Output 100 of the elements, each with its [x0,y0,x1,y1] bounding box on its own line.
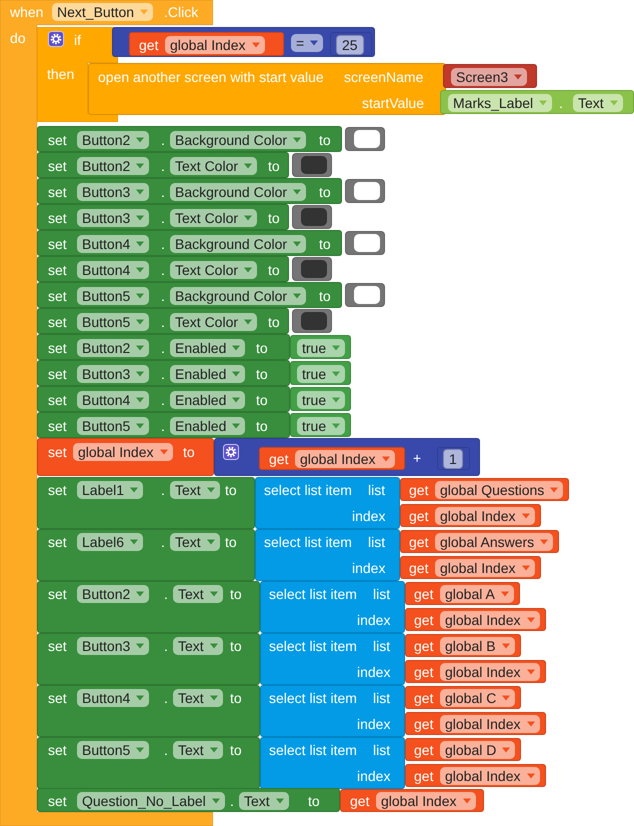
block-label: . [559,94,563,112]
block-label: list [373,585,390,603]
number-field: 1 [443,449,463,469]
block-label: get [414,663,434,681]
dropdown-field: Button2 [77,131,150,149]
get-block [405,764,546,787]
get-block [129,32,284,56]
block-label: to [319,235,331,253]
select-list-item-block [260,633,405,685]
block-label: . [161,417,165,435]
dropdown-field: Enabled [170,417,246,435]
block-label: to [319,287,331,305]
block-label: . [161,339,165,357]
block-label: index [357,663,390,681]
dropdown-field: Button3 [77,183,150,201]
block-label: . [164,637,168,655]
block-label: set [48,689,67,707]
block-label: . [161,131,165,149]
dropdown-field: true [297,417,346,435]
block-label: set [48,287,67,305]
dropdown-field: Enabled [170,391,246,409]
set-block [37,204,289,230]
block-label: to [256,339,268,357]
block-label: startValue [362,94,424,112]
dropdown-field: Text Color [170,209,258,227]
dropdown-field: Text [173,585,223,603]
block-label: to [256,391,268,409]
block-label: set [48,741,67,759]
dropdown-field: global Index [440,611,540,629]
dropdown-field: Button5 [77,741,150,759]
dropdown-field: Button4 [77,391,150,409]
dropdown-field: Text [173,637,223,655]
dropdown-field: Text Color [170,313,258,331]
compare-block [112,27,375,57]
get-block [259,447,405,470]
block-label: get [414,611,434,629]
boolean-block [290,335,351,359]
dropdown-field: Button3 [77,365,150,383]
dropdown-field: = [291,34,324,52]
dropdown-field: global Index [440,663,540,681]
dropdown-field: global Answers [435,533,554,551]
color-block [345,179,385,203]
set-block [37,412,290,438]
boolean-block [290,387,351,411]
color-block [345,283,385,307]
block-label: list [373,689,390,707]
set-block [37,581,260,633]
block-label: to [308,792,320,810]
dropdown-field: Enabled [170,365,246,383]
block-label: . [161,365,165,383]
number-block [330,32,372,56]
block-label: set [48,131,67,149]
dropdown-field: Button5 [77,417,150,435]
get-block [405,608,546,631]
set-block [37,360,290,386]
block-label: list [373,741,390,759]
get-block [340,789,484,812]
block-label: index [357,767,390,785]
block-label: get [414,689,434,707]
dropdown-field: Question_No_Label [77,792,225,810]
get-block [405,660,546,683]
block-label: to [319,131,331,149]
dropdown-field: Button4 [77,261,150,279]
block-label: set [48,235,67,253]
block-label: select list item [269,585,357,603]
block-label: set [48,443,67,461]
dropdown-field: Screen3 [451,68,528,86]
block-label: + [413,449,422,467]
block-label: set [48,209,67,227]
dropdown-field: Background Color [170,183,306,201]
block-label: to [268,157,280,175]
dropdown-field: Background Color [170,287,306,305]
dropdown-field: global C [440,689,516,707]
set-block [37,230,342,256]
block-label: set [48,417,67,435]
select-list-item-block [260,581,405,633]
set-block [37,529,255,581]
block-label: . [161,481,165,499]
dropdown-field: Background Color [170,235,306,253]
block-label: to [256,365,268,383]
block-label: then [47,65,74,83]
block-label: to [319,183,331,201]
block-label: get [409,533,428,551]
block-label: index [352,507,386,525]
block-label: get [409,481,428,499]
get-block [405,634,521,657]
block-label: do [10,29,26,47]
dropdown-field: global Index [440,767,540,785]
set-block [37,126,342,152]
block-label: to [230,689,242,707]
set-block [37,685,260,737]
block-label: index [357,611,390,629]
dropdown-field: Button2 [77,585,150,603]
block-label: screenName [344,68,424,86]
block-label: to [230,741,242,759]
dropdown-field: Label6 [77,533,144,551]
block-label: if [74,31,81,49]
get-block [405,686,521,709]
block-label: get [414,637,434,655]
block-label: select list item [264,533,352,551]
